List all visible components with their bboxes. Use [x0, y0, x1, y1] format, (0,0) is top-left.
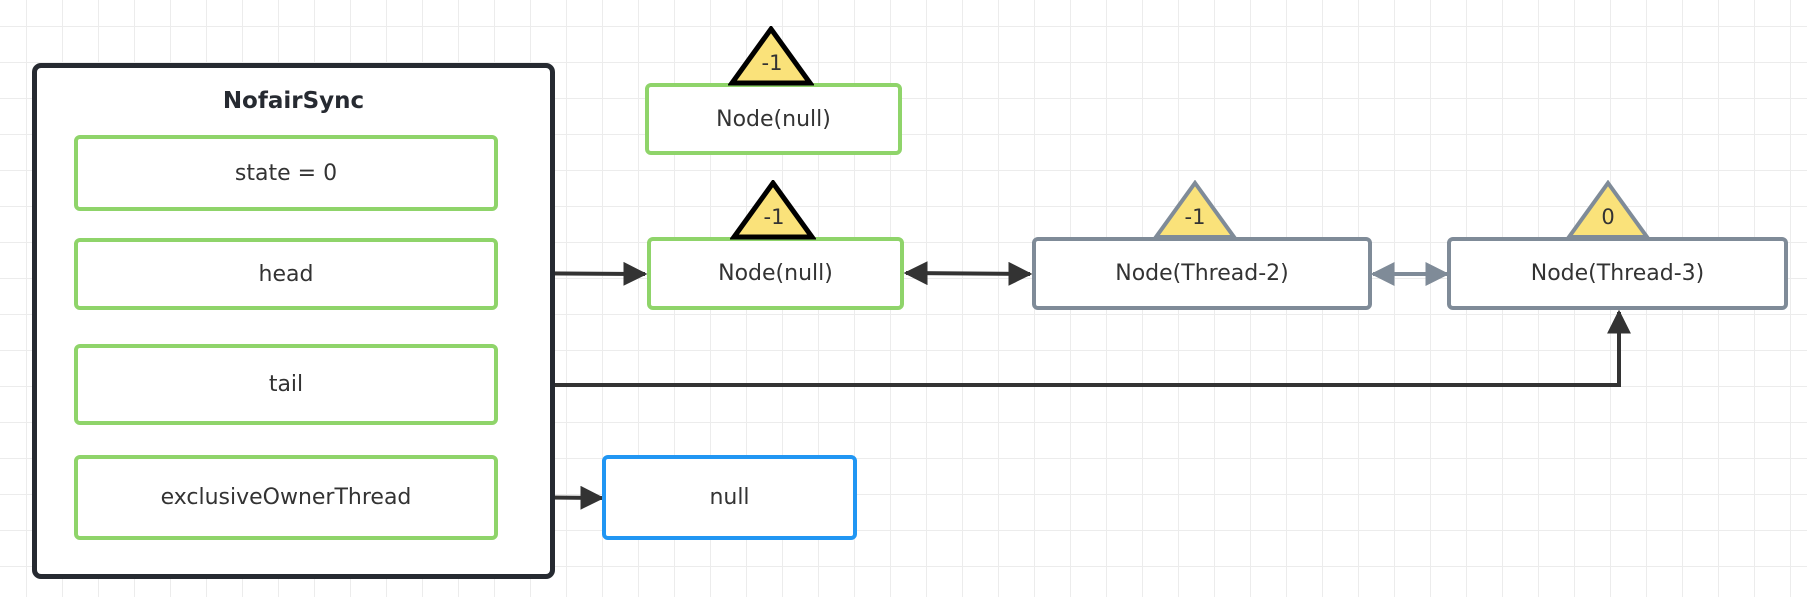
tail-field: tail	[74, 344, 498, 425]
wait-status-triangle-icon	[1152, 180, 1238, 239]
wait-status-label: -1	[763, 205, 785, 229]
node-thread-3-label: Node(Thread-3)	[1530, 261, 1705, 286]
node-null-head-label: Node(null)	[718, 261, 833, 286]
node-null-head: Node(null)	[647, 237, 904, 310]
tail-field-label: tail	[268, 372, 304, 397]
node-thread-3: Node(Thread-3)	[1447, 237, 1788, 310]
wait-status-label: -1	[1184, 205, 1206, 229]
wait-status-label: -1	[761, 51, 783, 75]
owner-null-value-label: null	[709, 485, 750, 510]
state-field: state = 0	[74, 135, 498, 211]
wait-status-triangle-icon	[730, 180, 816, 240]
node-null-to-thread2-link	[903, 261, 1033, 286]
container-title: NofairSync	[222, 88, 365, 114]
owner-field: exclusiveOwnerThread	[74, 455, 498, 540]
head-field-label: head	[258, 261, 314, 287]
wait-status-triangle-icon	[728, 26, 814, 86]
wait-status-triangle-icon	[1565, 180, 1651, 239]
node-null-top-label: Node(null)	[716, 106, 831, 132]
node-thread-2-label: Node(Thread-2)	[1115, 261, 1289, 286]
owner-field-label: exclusiveOwnerThread	[160, 485, 412, 510]
node-thread-2: Node(Thread-2)	[1032, 237, 1372, 310]
tail-to-thread3-link	[497, 309, 1631, 397]
head-field: head	[74, 238, 498, 310]
wait-status-label: 0	[1601, 205, 1615, 229]
owner-null-value: null	[602, 455, 857, 540]
state-field-label: state = 0	[234, 160, 338, 186]
node-null-top: Node(null)	[645, 83, 902, 155]
